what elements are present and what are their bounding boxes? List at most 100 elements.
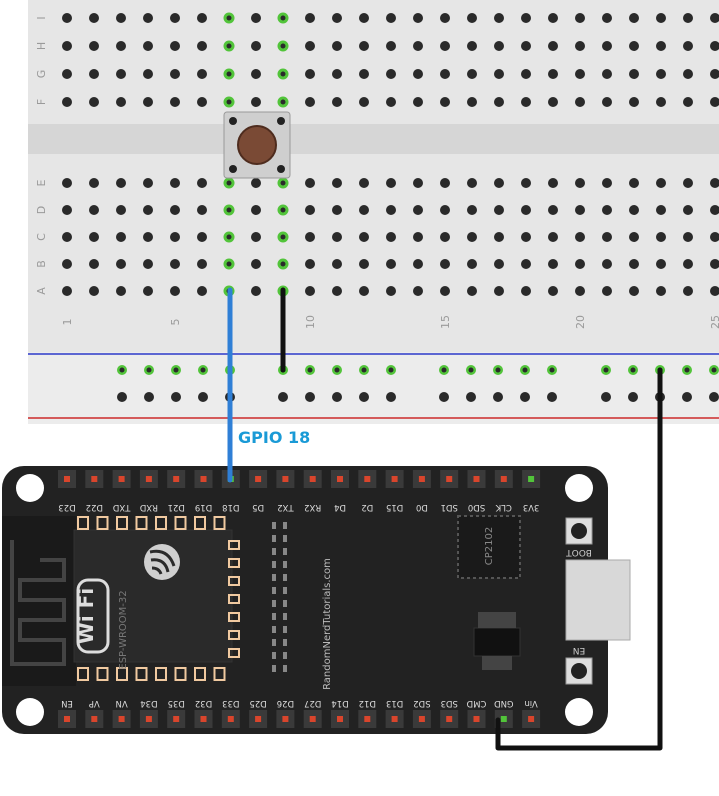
breadboard-hole	[413, 205, 423, 215]
module-pad	[194, 667, 206, 681]
header-pin-sd2[interactable]	[418, 716, 425, 722]
header-pin-d0[interactable]	[418, 476, 425, 482]
breadboard-hole	[629, 13, 639, 23]
breadboard-hole	[521, 286, 531, 296]
via	[283, 548, 287, 555]
boot-button[interactable]	[565, 517, 593, 545]
breadboard-hole	[89, 286, 99, 296]
header-pin-d14[interactable]	[337, 716, 343, 722]
breadboard-hole	[116, 13, 126, 23]
module-pad	[174, 516, 187, 530]
en-button[interactable]	[565, 657, 593, 685]
rail-hole	[520, 392, 530, 402]
push-button[interactable]	[223, 111, 291, 179]
header-pin-d25[interactable]	[255, 716, 262, 722]
header-pin-d2[interactable]	[364, 476, 371, 482]
header-pin-sd0[interactable]	[473, 476, 480, 482]
rail-hole-center	[146, 367, 152, 373]
header-pin-d35[interactable]	[173, 716, 180, 722]
pin-label: VN	[116, 698, 128, 708]
header-pin-d15[interactable]	[391, 476, 398, 482]
header-pin-clk[interactable]	[500, 476, 507, 482]
module-label: ESP-WROOM-32	[118, 590, 129, 669]
breadboard-hole	[575, 178, 585, 188]
breadboard-hole	[89, 205, 99, 215]
mount-hole-top-right	[565, 474, 593, 502]
header-pin-d27[interactable]	[309, 716, 316, 722]
breadboard-hole	[359, 178, 369, 188]
breadboard-hole	[575, 205, 585, 215]
header-pin-d26[interactable]	[282, 716, 289, 722]
module-pad	[116, 667, 128, 681]
header-pin-d33[interactable]	[227, 716, 234, 722]
header-pin-d32[interactable]	[200, 716, 207, 722]
breadboard-hole	[413, 13, 423, 23]
header-pin-tx2[interactable]	[282, 476, 289, 482]
row-letter: H	[35, 42, 48, 50]
breadboard-hole	[494, 69, 504, 79]
breadboard-hole	[548, 69, 558, 79]
header-pin-d12[interactable]	[364, 716, 371, 722]
breadboard-hole	[197, 259, 207, 269]
header-pin-d13[interactable]	[391, 716, 398, 722]
header-pin-vp[interactable]	[91, 716, 98, 722]
header-pin-txd[interactable]	[118, 476, 125, 482]
breadboard-hole	[413, 286, 423, 296]
breadboard-hole	[629, 178, 639, 188]
module-pad	[228, 612, 240, 622]
breadboard-hole	[305, 286, 315, 296]
header-pin-sd3[interactable]	[446, 716, 453, 722]
breadboard-hole	[359, 259, 369, 269]
header-pin-d23[interactable]	[64, 476, 70, 482]
breadboard-hole	[548, 41, 558, 51]
breadboard-hole-center	[226, 261, 232, 267]
header-pin-d22[interactable]	[91, 476, 98, 482]
breadboard-hole	[683, 205, 693, 215]
breadboard-hole	[683, 178, 693, 188]
breadboard-hole	[116, 232, 126, 242]
header-pin-d5[interactable]	[255, 476, 262, 482]
column-number: 5	[169, 319, 182, 326]
via	[283, 665, 287, 672]
header-pin-rx2[interactable]	[309, 476, 316, 482]
header-pin-3v3[interactable]	[528, 476, 535, 482]
header-pin-vin[interactable]	[528, 716, 535, 722]
header-pin-cmd[interactable]	[473, 716, 480, 722]
breadboard-hole	[386, 286, 396, 296]
pin-label: D0	[416, 502, 428, 512]
module-pad	[77, 516, 89, 530]
pin-label: D14	[331, 698, 348, 708]
breadboard-hole-center	[280, 234, 286, 240]
breadboard-hole	[710, 259, 719, 269]
breadboard-hole	[62, 232, 72, 242]
header-pin-d34[interactable]	[145, 716, 152, 722]
header-pin-d4[interactable]	[337, 476, 343, 482]
wifi-logo-text: Wi Fi	[74, 588, 98, 644]
breadboard-hole	[143, 97, 153, 107]
pin-label: D19	[195, 502, 212, 512]
via	[283, 535, 287, 542]
rail-hole-center	[549, 367, 555, 373]
breadboard-hole	[305, 41, 315, 51]
rail-hole-center	[630, 367, 636, 373]
espressif-logo-icon	[144, 544, 180, 580]
header-pin-d21[interactable]	[173, 476, 180, 482]
breadboard-hole	[305, 259, 315, 269]
header-pin-d19[interactable]	[200, 476, 207, 482]
breadboard-hole	[710, 178, 719, 188]
header-pin-rxd[interactable]	[145, 476, 152, 482]
push-button-cap[interactable]	[237, 125, 277, 165]
header-pin-sd1[interactable]	[446, 476, 453, 482]
breadboard-hole-center	[280, 180, 286, 186]
breadboard-hole	[332, 97, 342, 107]
breadboard-hole	[602, 232, 612, 242]
pin-label: RXD	[139, 502, 158, 512]
breadboard-hole	[62, 259, 72, 269]
header-pin-vn[interactable]	[118, 716, 125, 722]
breadboard-hole	[683, 232, 693, 242]
rail-hole	[278, 392, 288, 402]
header-pin-gnd[interactable]	[500, 716, 507, 722]
breadboard-hole	[656, 178, 666, 188]
breadboard-hole-center	[280, 15, 286, 21]
header-pin-en[interactable]	[64, 716, 70, 722]
